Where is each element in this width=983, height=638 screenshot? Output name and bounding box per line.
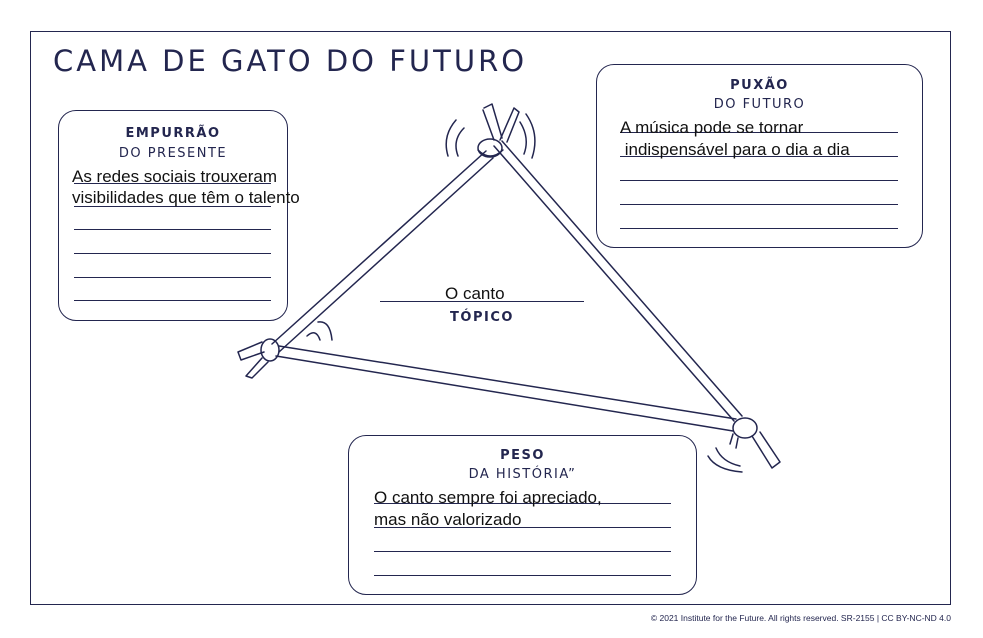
push-answer-line-1[interactable]: As redes sociais trouxeram — [72, 167, 278, 186]
push-writing-line — [74, 253, 271, 254]
push-subheading: DO PRESENTE — [118, 146, 228, 161]
page-title: CAMA DE GATO DO FUTURO — [53, 44, 528, 78]
weight-subheading: DA HISTÓRIA” — [468, 467, 577, 482]
pull-answer-line-2[interactable]: indispensável para o dia a dia — [620, 140, 850, 159]
topic-answer[interactable]: O canto — [445, 284, 505, 303]
pull-writing-line — [620, 156, 898, 157]
weight-answer-line-1[interactable]: O canto sempre foi apreciado, — [374, 488, 602, 507]
weight-heading: PESO — [500, 448, 545, 463]
pull-subheading: DO FUTURO — [713, 97, 806, 112]
weight-writing-line — [374, 575, 671, 576]
pull-writing-line — [620, 228, 898, 229]
push-answer-line-2[interactable]: visibilidades que têm o talento — [72, 188, 300, 207]
topic-writing-line — [380, 301, 584, 302]
pull-heading: PUXÃO — [730, 78, 789, 93]
copyright-footer: © 2021 Institute for the Future. All rig… — [650, 613, 951, 623]
weight-answer-line-2[interactable]: mas não valorizado — [374, 510, 522, 529]
push-writing-line — [74, 300, 271, 301]
pull-writing-line — [620, 180, 898, 181]
pull-writing-line — [620, 132, 898, 133]
push-writing-line — [74, 277, 271, 278]
push-of-present-card: EMPURRÃO DO PRESENTE — [58, 110, 288, 321]
pull-answer-line-1[interactable]: A música pode se tornar — [620, 118, 804, 137]
weight-writing-line — [374, 551, 671, 552]
push-heading: EMPURRÃO — [125, 126, 221, 141]
weight-writing-line — [374, 503, 671, 504]
pull-writing-line — [620, 204, 898, 205]
push-writing-line — [74, 229, 271, 230]
push-writing-line — [74, 183, 271, 184]
weight-writing-line — [374, 527, 671, 528]
push-writing-line — [74, 206, 271, 207]
worksheet-frame — [30, 31, 951, 605]
topic-label: TÓPICO — [450, 310, 514, 325]
weight-of-history-card: PESO DA HISTÓRIA” — [348, 435, 697, 595]
